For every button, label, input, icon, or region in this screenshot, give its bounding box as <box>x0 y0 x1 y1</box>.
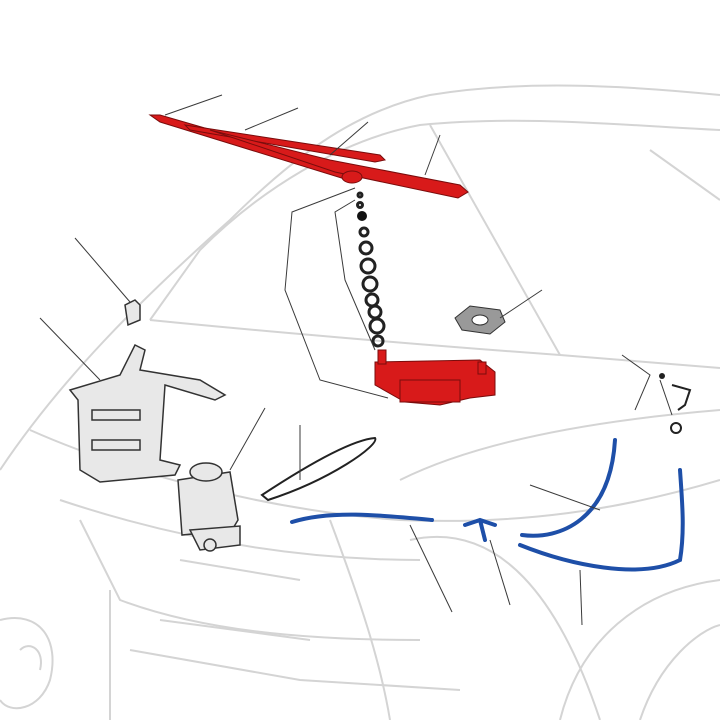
washer <box>358 240 374 256</box>
leader-lines <box>39 94 673 626</box>
small-bracket <box>124 299 141 327</box>
washer <box>371 334 385 348</box>
wiper-blades <box>148 114 469 199</box>
pivot-washer-stack <box>356 191 386 348</box>
washer-fluid-reservoir <box>177 462 241 552</box>
hose-y-connector <box>463 517 497 542</box>
hood-seal-strip <box>260 436 377 502</box>
washer <box>364 292 380 308</box>
washer-nozzle <box>659 373 692 434</box>
washer-hoses <box>290 438 685 572</box>
washer <box>359 257 377 275</box>
nut <box>357 211 367 221</box>
wiper-motor-linkage <box>374 349 496 406</box>
grommet-pad <box>454 305 506 335</box>
wiper-blade-right <box>183 124 387 163</box>
wiper-arm-cap <box>341 170 363 184</box>
hose-upper-right <box>520 438 617 538</box>
hose-left <box>290 512 434 524</box>
wiper-arm <box>209 129 469 199</box>
reservoir-bracket <box>68 343 227 483</box>
washer <box>367 304 383 320</box>
washer <box>361 275 379 293</box>
washer <box>356 201 364 209</box>
hose-lower-right <box>518 468 685 572</box>
washer <box>368 317 386 335</box>
washer <box>356 191 364 199</box>
washer <box>358 226 370 238</box>
